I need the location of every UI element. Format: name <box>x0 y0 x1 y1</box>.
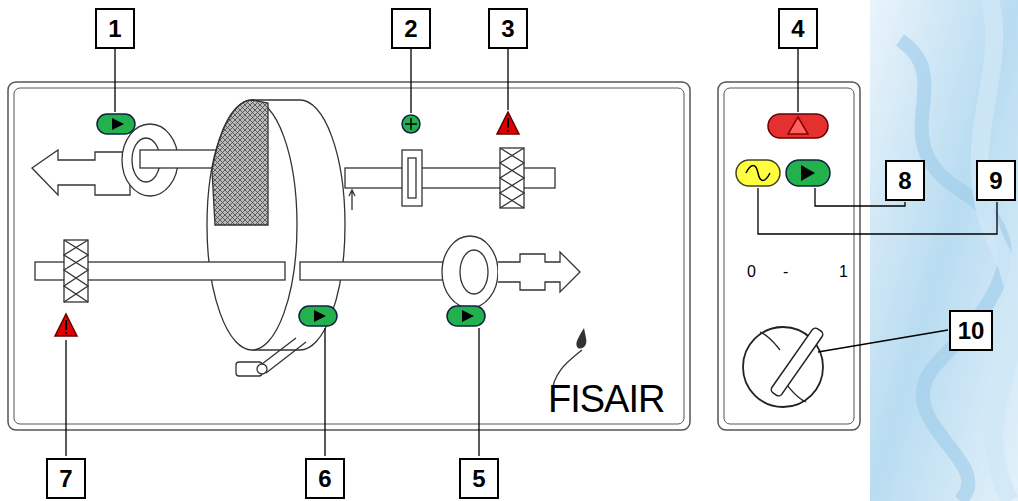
callout-box: 5 <box>459 458 499 499</box>
filter-process <box>64 240 88 302</box>
brand-logo: FISAIR <box>548 380 664 418</box>
callout-number: 9 <box>989 169 1002 193</box>
heater <box>402 150 422 206</box>
callout-box: 1 <box>95 8 135 49</box>
power-lamp <box>736 160 780 186</box>
leader-lines <box>66 49 997 456</box>
lamp-6 <box>299 306 337 326</box>
alarm-7 <box>55 314 77 336</box>
callout-number: 3 <box>501 17 514 41</box>
callout-number: 1 <box>108 17 121 41</box>
switch-panel-inner <box>724 88 854 424</box>
callout-number: 10 <box>958 319 985 343</box>
callout-number: 7 <box>59 467 72 491</box>
panel-frame-inner <box>14 88 684 424</box>
callout-number: 4 <box>791 17 804 41</box>
switch-position: 1 <box>839 264 848 280</box>
callout-number: 5 <box>472 467 485 491</box>
panel-frame <box>8 82 690 430</box>
outlet-arrow-left <box>32 150 130 195</box>
outlet-arrow-right <box>498 252 580 292</box>
callout-box: 6 <box>305 458 345 499</box>
filter-reactivation <box>500 148 524 208</box>
callout-box: 4 <box>778 8 818 49</box>
callout-number: 8 <box>898 169 911 193</box>
callout-box: 3 <box>488 8 528 49</box>
alarm-lamp-4 <box>768 114 828 138</box>
run-lamp <box>786 160 830 186</box>
lamp-2 <box>402 115 420 133</box>
water-background <box>870 0 1018 501</box>
logo-drop <box>576 328 586 349</box>
alarm-3 <box>497 112 519 134</box>
callout-box: 9 <box>976 160 1016 201</box>
callout-box: 2 <box>391 8 431 49</box>
callout-box: 7 <box>46 458 86 499</box>
rotor-sector <box>212 100 268 225</box>
lamp-1 <box>97 114 135 134</box>
switch-panel <box>718 82 860 430</box>
unit-illustration <box>32 100 580 376</box>
callout-number: 2 <box>404 17 417 41</box>
callout-box: 8 <box>885 160 925 201</box>
callout-number: 6 <box>318 467 331 491</box>
switch-position: - <box>783 264 788 280</box>
callout-box: 10 <box>949 310 993 351</box>
main-switch <box>743 327 824 407</box>
reactivation-fan <box>442 236 498 308</box>
lamp-5 <box>447 306 485 326</box>
switch-position: 0 <box>747 264 756 280</box>
